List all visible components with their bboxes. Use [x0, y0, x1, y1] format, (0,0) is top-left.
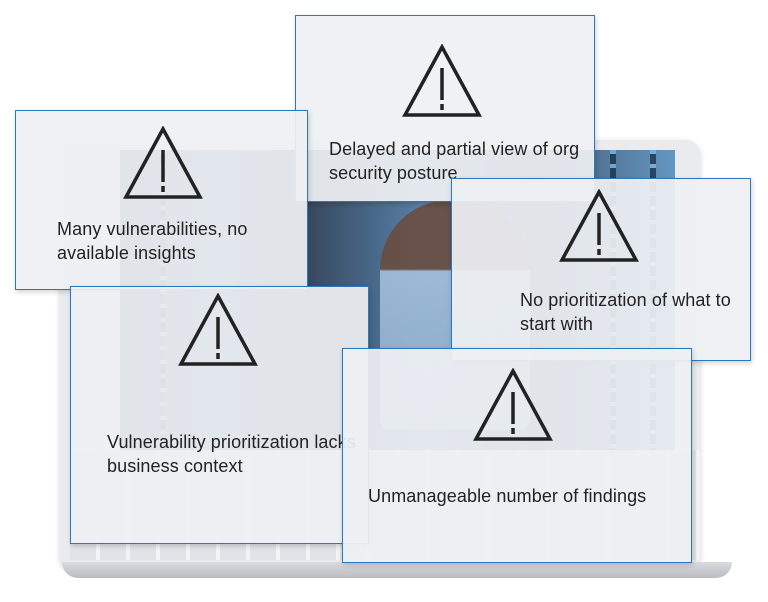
card-label: Delayed and partial view of org security…: [329, 139, 580, 183]
card-label: Many vulnerabilities, no available insig…: [57, 219, 248, 263]
card-delayed-view: Delayed and partial view of org security…: [295, 15, 595, 202]
warning-triangle-icon: [123, 126, 203, 199]
warning-triangle-icon: [559, 189, 639, 262]
card-label: Vulnerability prioritization lacks busin…: [107, 432, 356, 476]
card-no-prioritization: No prioritization of what to start with: [451, 178, 751, 361]
card-label: No prioritization of what to start with: [520, 290, 731, 334]
card-business-context: Vulnerability prioritization lacks busin…: [70, 286, 369, 544]
warning-triangle-icon: [473, 368, 553, 441]
card-label: Unmanageable number of findings: [368, 486, 647, 506]
laptop-base: [62, 562, 732, 578]
warning-triangle-icon: [402, 44, 482, 117]
warning-triangle-icon: [178, 293, 258, 366]
card-unmanageable-findings: Unmanageable number of findings: [342, 348, 692, 563]
card-many-vulnerabilities: Many vulnerabilities, no available insig…: [15, 110, 308, 290]
